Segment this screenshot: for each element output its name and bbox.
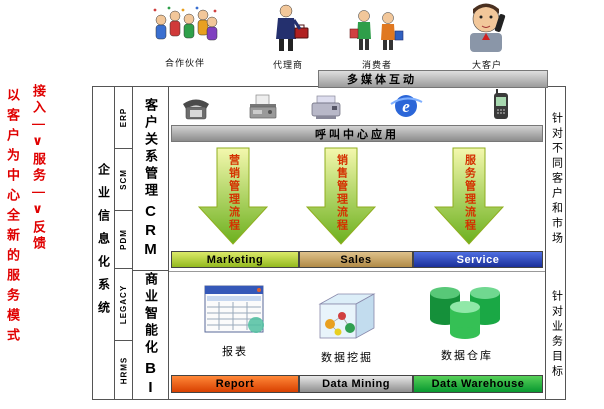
right-top-label: 针对不同客户和市场	[550, 111, 563, 247]
down-arrow-icon	[305, 147, 377, 245]
actor-consumers-label: 消费者	[361, 60, 392, 70]
data-mining-module: 数据挖掘	[311, 291, 383, 365]
partners-icon	[153, 6, 218, 41]
ie-browser-icon: e	[390, 95, 423, 117]
actor-partners: 合作伙伴	[148, 6, 222, 69]
bi-label-cn: 商业智能化	[143, 272, 158, 357]
crm-label-en: CRM	[142, 202, 159, 260]
report-bar: Report	[171, 375, 299, 393]
printer-icon	[311, 95, 341, 119]
service-bar: Service	[413, 251, 543, 268]
data-warehouse-bar: Data Warehouse	[413, 375, 543, 393]
actor-agent-label: 代理商	[272, 60, 303, 70]
system-label: HRMS	[119, 356, 128, 384]
service-process-arrow: 服务管理流程	[433, 147, 505, 245]
actor-key-account-label: 大客户	[471, 60, 502, 70]
left-slogan-note: 以客户为中心全新的服务模式	[5, 88, 20, 348]
legacy-systems-column: ERP SCM PDM LEGACY HRMS	[115, 87, 133, 399]
main-frame: 企业信息化系统 ERP SCM PDM LEGACY HRMS 客户关系管理 C…	[92, 86, 566, 400]
actor-partners-label: 合作伙伴	[164, 58, 205, 68]
system-label: PDM	[119, 229, 128, 250]
sales-process-text: 销售管理流程	[335, 154, 348, 232]
svg-text:e: e	[402, 97, 410, 116]
right-note-business-goals: 针对业务目标	[545, 271, 566, 399]
data-warehouse-caption: 数据仓库	[441, 350, 493, 362]
agent-icon	[276, 4, 309, 51]
down-arrow-icon	[433, 147, 505, 245]
down-arrow-icon	[197, 147, 269, 245]
frame-content: e 呼叫中心应用 营销管理流程	[169, 87, 545, 399]
data-warehouse-module: 数据仓库	[421, 283, 513, 363]
report-icon	[204, 285, 264, 333]
data-warehouse-icon	[430, 287, 500, 339]
report-module: 报表	[199, 285, 271, 359]
system-label: SCM	[119, 169, 128, 190]
section-divider	[169, 271, 545, 272]
system-cell-hrms: HRMS	[115, 341, 132, 399]
system-cell-scm: SCM	[115, 149, 132, 211]
actor-agent: 代理商	[262, 2, 314, 71]
report-caption: 报表	[222, 346, 248, 358]
bi-label-en: BI	[142, 360, 159, 398]
marketing-process-text: 营销管理流程	[227, 154, 240, 232]
data-mining-icon	[318, 293, 376, 339]
system-label: ERP	[119, 107, 129, 128]
multimedia-bar: 多媒体互动	[318, 70, 548, 88]
mobile-phone-icon	[494, 89, 508, 119]
sales-bar: Sales	[299, 251, 413, 268]
actor-consumers: 消费者	[348, 8, 406, 71]
service-process-text: 服务管理流程	[463, 154, 476, 232]
left-flow-note: 接入—∨服务—∨反馈	[31, 84, 46, 252]
crm-section-label: 客户关系管理 CRM	[133, 87, 169, 271]
system-label: LEGACY	[119, 284, 128, 325]
system-cell-pdm: PDM	[115, 211, 132, 269]
enterprise-systems-label: 企业信息化系统	[96, 162, 111, 324]
actor-key-account: 大客户	[460, 2, 514, 71]
enterprise-systems-column: 企业信息化系统	[93, 87, 115, 399]
system-cell-erp: ERP	[115, 87, 132, 149]
call-center-bar: 呼叫中心应用	[171, 125, 543, 142]
marketing-process-arrow: 营销管理流程	[197, 147, 269, 245]
system-cell-legacy: LEGACY	[115, 269, 132, 341]
crm-label-cn: 客户关系管理	[143, 97, 158, 200]
marketing-bar: Marketing	[171, 251, 299, 268]
telephone-icon	[183, 99, 209, 120]
data-mining-caption: 数据挖掘	[321, 352, 373, 364]
right-bottom-label: 针对业务目标	[550, 290, 563, 380]
consumers-icon	[349, 10, 404, 50]
bi-section-label: 商业智能化 BI	[133, 271, 169, 399]
data-mining-bar: Data Mining	[299, 375, 413, 393]
sales-process-arrow: 销售管理流程	[305, 147, 377, 245]
right-note-customers-markets: 针对不同客户和市场	[545, 87, 566, 271]
fax-icon	[249, 94, 277, 119]
key-account-icon	[470, 3, 506, 52]
